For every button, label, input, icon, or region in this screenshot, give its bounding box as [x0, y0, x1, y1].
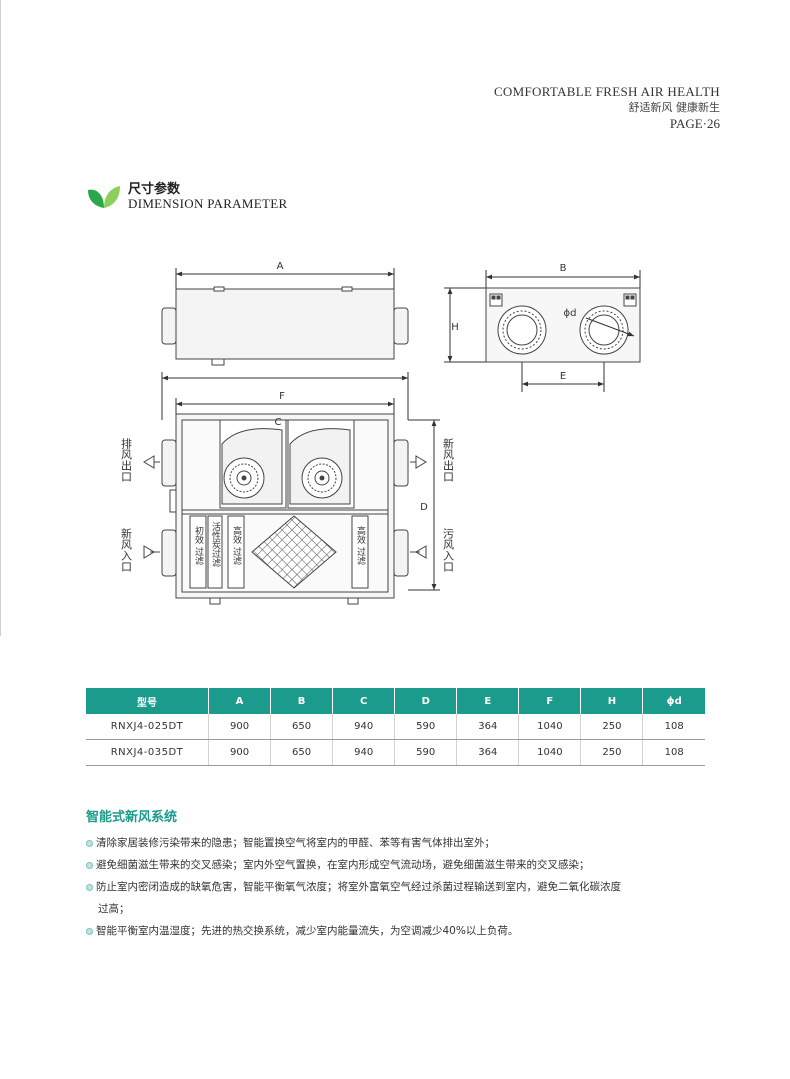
dim-label-h: H — [451, 322, 459, 333]
dim-label-d: D — [420, 502, 428, 513]
cell-phi-d: 108 — [642, 739, 705, 766]
table-row: RNXJ4-035DT 900 650 940 590 364 1040 250… — [86, 739, 705, 766]
header-tagline-cn: 舒适新风 健康新生 — [628, 101, 721, 114]
col-header-e: E — [456, 688, 520, 714]
page-header: COMFORTABLE FRESH AIR HEALTH 舒适新风 健康新生 P… — [494, 84, 720, 132]
cell-model: RNXJ4-025DT — [86, 714, 209, 740]
dim-label-c: C — [275, 417, 282, 428]
cell-b: 650 — [270, 739, 334, 766]
list-item: 防止室内密闭造成的缺氧危害，智能平衡氧气浓度；将室外富氧空气经过杀菌过程输送到室… — [86, 876, 716, 920]
cell-model: RNXJ4-035DT — [86, 739, 209, 766]
list-item: 智能平衡室内温湿度；先进的热交换系统，减少室内能量流失，为空调减少40%以上负荷… — [86, 920, 716, 942]
cell-f: 1040 — [518, 714, 582, 740]
port-label-return-in: 污风入口 — [442, 528, 455, 572]
cell-a: 900 — [208, 739, 272, 766]
dimension-drawing: A B H ϕd E — [120, 261, 641, 605]
dim-label-phi-d: ϕd — [564, 308, 577, 319]
cell-d: 590 — [394, 714, 458, 740]
bullet-icon — [86, 928, 93, 935]
col-header-f: F — [518, 688, 582, 714]
cell-h: 250 — [580, 714, 644, 740]
cell-c: 940 — [332, 739, 396, 766]
feature-text: 智能平衡室内温湿度；先进的热交换系统，减少室内能量流失，为空调减少40%以上负荷… — [96, 925, 519, 937]
cell-phi-d: 108 — [642, 714, 705, 740]
section-title-cn: 尺寸参数 — [128, 182, 181, 197]
header-tagline-en: COMFORTABLE FRESH AIR HEALTH — [493, 84, 720, 99]
list-item: 避免细菌滋生带来的交叉感染；室内外空气置换，在室内形成空气流动场，避免细菌滋生带… — [86, 854, 716, 876]
top-view — [161, 268, 409, 366]
feature-text-continuation: 过高； — [98, 903, 130, 915]
section-title-en: DIMENSION PARAMETER — [128, 196, 288, 211]
feature-text: 避免细菌滋生带来的交叉感染；室内外空气置换，在室内形成空气流动场，避免细菌滋生带… — [96, 859, 590, 871]
page-number: PAGE·26 — [669, 116, 720, 131]
dim-label-b: B — [560, 263, 567, 274]
port-label-fresh-in: 新风入口 — [120, 527, 133, 572]
bullet-icon — [86, 862, 93, 869]
dim-label-a: A — [277, 261, 284, 272]
airflow-arrows — [143, 455, 427, 559]
cell-c: 940 — [332, 714, 396, 740]
features-list: 清除家居装修污染带来的隐患；智能置换空气将室内的甲醛、苯等有害气体排出室外； 避… — [86, 832, 716, 942]
features-title: 智能式新风系统 — [86, 810, 178, 825]
leaf-icon — [88, 186, 120, 208]
col-header-d: D — [394, 688, 458, 714]
filter-label-hepa-right: 高效 过滤 — [355, 525, 366, 566]
spec-table: 型号 A B C D E F H ϕd RNXJ4-025DT 900 650 … — [86, 688, 705, 766]
col-header-c: C — [332, 688, 396, 714]
port-label-exhaust-out: 排风出口 — [120, 437, 133, 482]
cell-b: 650 — [270, 714, 334, 740]
port-label-fresh-out: 新风出口 — [442, 437, 455, 482]
dim-label-f: F — [279, 391, 285, 402]
spec-header-row: 型号 A B C D E F H ϕd — [86, 688, 705, 714]
list-item: 清除家居装修污染带来的隐患；智能置换空气将室内的甲醛、苯等有害气体排出室外； — [86, 832, 716, 854]
filter-label-primary: 初效 过滤 — [193, 525, 204, 566]
feature-text: 防止室内密闭造成的缺氧危害，智能平衡氧气浓度；将室外富氧空气经过杀菌过程输送到室… — [96, 881, 621, 893]
dim-label-e: E — [560, 371, 566, 382]
col-header-b: B — [270, 688, 334, 714]
feature-text: 清除家居装修污染带来的隐患；智能置换空气将室内的甲醛、苯等有害气体排出室外； — [96, 837, 495, 849]
table-row: RNXJ4-025DT 900 650 940 590 364 1040 250… — [86, 714, 705, 740]
plan-view — [161, 372, 440, 605]
page-edge-rule — [0, 0, 1, 636]
front-view — [444, 270, 641, 392]
col-header-a: A — [208, 688, 272, 714]
cell-f: 1040 — [518, 739, 582, 766]
cell-e: 364 — [456, 714, 520, 740]
filter-label-hepa-left: 高效 过滤 — [231, 525, 242, 566]
bullet-icon — [86, 840, 93, 847]
col-header-phi-d: ϕd — [642, 688, 705, 714]
col-header-h: H — [580, 688, 644, 714]
bullet-icon — [86, 884, 93, 891]
cell-d: 590 — [394, 739, 458, 766]
cell-h: 250 — [580, 739, 644, 766]
filter-label-carbon: 活性炭过滤 — [210, 521, 221, 568]
cell-a: 900 — [208, 714, 272, 740]
col-header-model: 型号 — [86, 688, 209, 714]
cell-e: 364 — [456, 739, 520, 766]
